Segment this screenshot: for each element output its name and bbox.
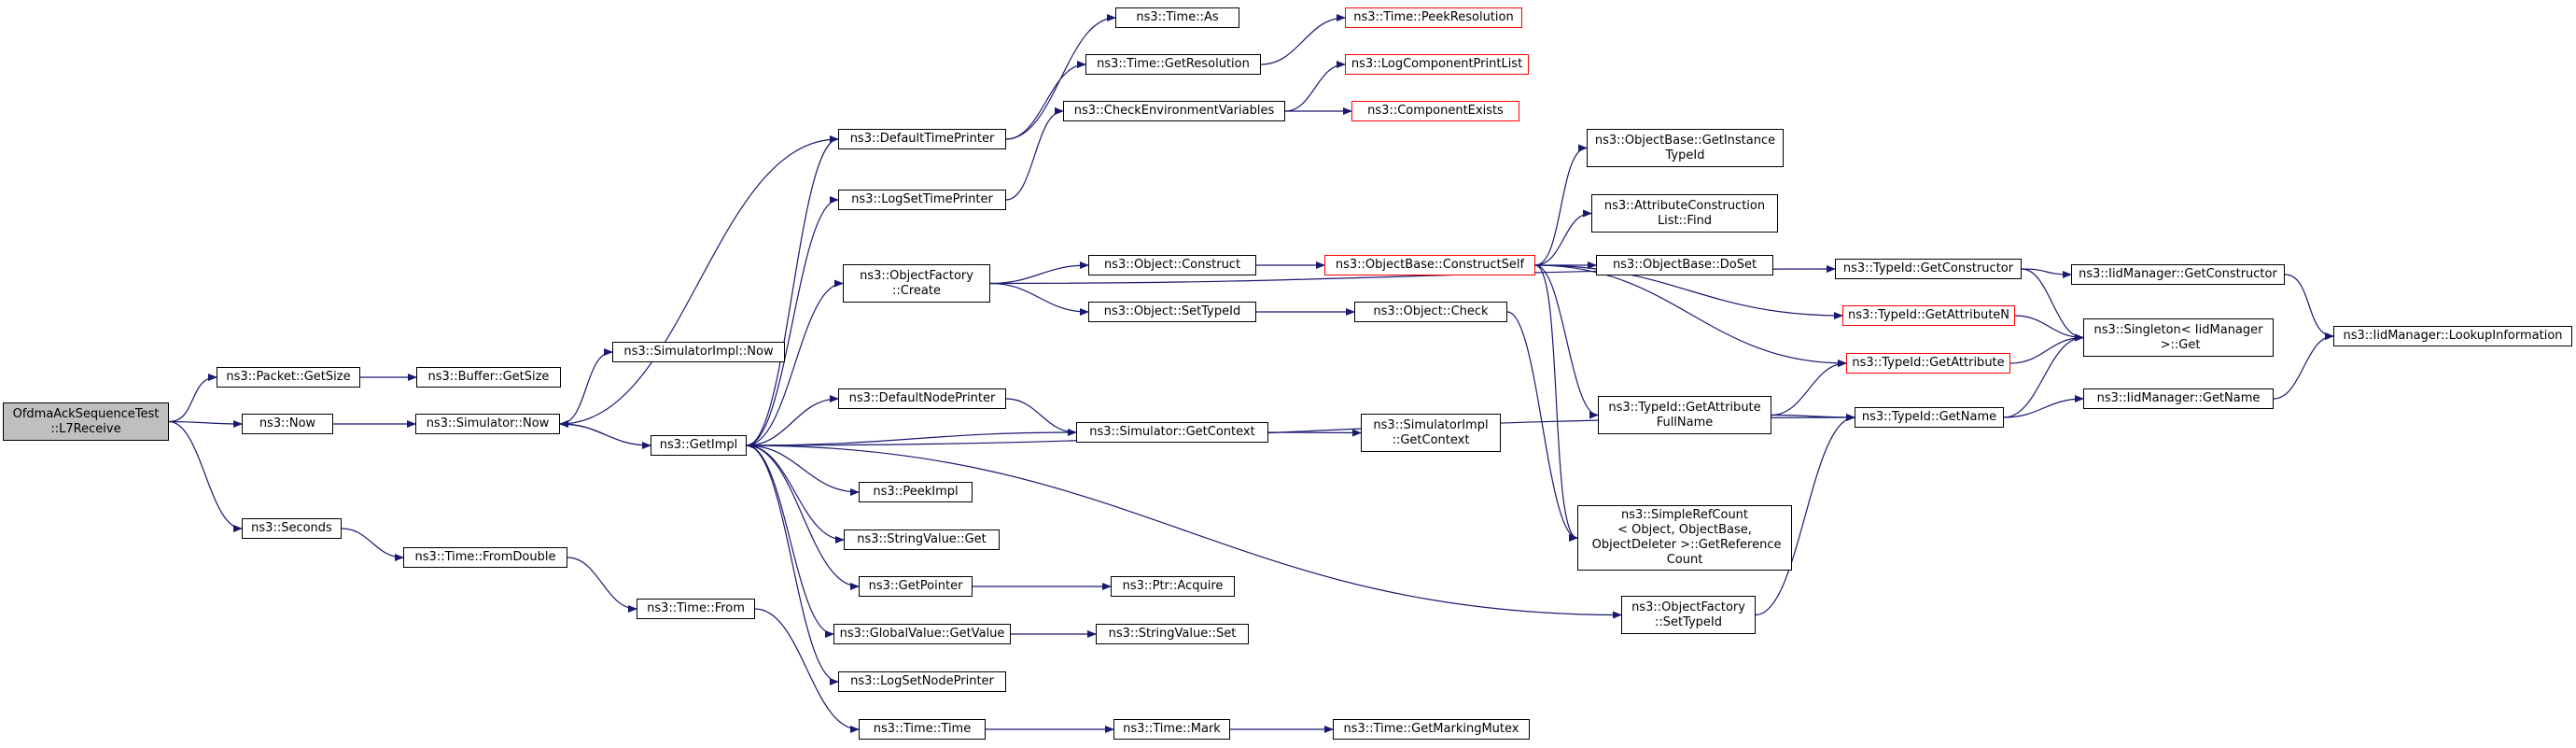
node-objectbase-constructself[interactable]: ns3::ObjectBase::ConstructSelf xyxy=(1324,255,1535,275)
node-ptr-acquire[interactable]: ns3::Ptr::Acquire xyxy=(1111,576,1235,597)
edge-time-fromdouble-to-time-from xyxy=(567,557,637,613)
edge-getimpl-to-logsettimeprinter xyxy=(746,196,839,446)
edge-typeid-getname-to-singleton-get xyxy=(2003,333,2084,418)
node-root: OfdmaAckSequenceTest ::L7Receive xyxy=(3,402,169,441)
edge-objectbase-constructself-to-simplerefcount-getreferencecount xyxy=(1534,264,1578,542)
edge-root-to-packet-getsize xyxy=(168,374,217,423)
node-simplerefcount-getreferencecount[interactable]: ns3::SimpleRefCount < Object, ObjectBase… xyxy=(1577,505,1792,571)
node-time-fromdouble[interactable]: ns3::Time::FromDouble xyxy=(403,547,567,568)
node-object-settypeid[interactable]: ns3::Object::SetTypeId xyxy=(1088,302,1256,322)
edge-getimpl-to-objectfactory-create xyxy=(746,279,844,446)
node-logsetnodeprinter[interactable]: ns3::LogSetNodePrinter xyxy=(838,671,1006,692)
edge-typeid-getattributefullname-to-typeid-getname xyxy=(1771,413,1855,421)
edge-checkenv-to-logcomponentprintlist xyxy=(1284,61,1346,112)
edge-typeid-getconstructor-to-iidmanager-getconstructor xyxy=(2021,268,2072,278)
node-getpointer[interactable]: ns3::GetPointer xyxy=(859,576,973,597)
node-simulator-getcontext[interactable]: ns3::Simulator::GetContext xyxy=(1076,422,1268,443)
node-packet-getsize[interactable]: ns3::Packet::GetSize xyxy=(217,367,360,388)
edge-getimpl-to-defaultnodeprinter xyxy=(746,395,839,446)
node-componentexists[interactable]: ns3::ComponentExists xyxy=(1351,101,1519,121)
edge-root-to-seconds xyxy=(168,420,243,532)
edge-logsettimeprinter-to-checkenv xyxy=(1005,107,1064,201)
node-attributeconstructionlist-find[interactable]: ns3::AttributeConstruction List::Find xyxy=(1591,194,1778,233)
edge-object-check-to-simplerefcount-getreferencecount xyxy=(1506,311,1578,542)
edge-iidmanager-getname-to-iidmanager-lookupinformation xyxy=(2273,332,2334,400)
node-seconds[interactable]: ns3::Seconds xyxy=(242,518,342,539)
edge-objectbase-constructself-to-attributeconstructionlist-find xyxy=(1534,209,1592,266)
node-typeid-getattribute[interactable]: ns3::TypeId::GetAttribute xyxy=(1846,353,2010,374)
node-stringvalue-get[interactable]: ns3::StringValue::Get xyxy=(844,529,1000,550)
node-singleton-get[interactable]: ns3::Singleton< IidManager >::Get xyxy=(2083,318,2274,357)
node-time-peekresolution[interactable]: ns3::Time::PeekResolution xyxy=(1345,7,1522,28)
edge-time-from-to-time-time xyxy=(754,608,860,733)
edge-getimpl-to-getpointer xyxy=(746,445,860,590)
edge-typeid-getattributen-to-singleton-get xyxy=(2014,315,2084,342)
node-objectbase-getinstancetypeid[interactable]: ns3::ObjectBase::GetInstance TypeId xyxy=(1587,129,1784,167)
edge-getimpl-to-logsetnodeprinter xyxy=(746,445,839,685)
edge-typeid-getattribute-to-singleton-get xyxy=(2009,333,2084,364)
node-stringvalue-set[interactable]: ns3::StringValue::Set xyxy=(1096,624,1249,644)
edge-objectfactory-create-to-object-settypeid xyxy=(989,282,1089,316)
node-logcomponentprintlist[interactable]: ns3::LogComponentPrintList xyxy=(1345,54,1529,75)
node-time-mark[interactable]: ns3::Time::Mark xyxy=(1113,719,1230,740)
node-iidmanager-getconstructor[interactable]: ns3::IidManager::GetConstructor xyxy=(2071,264,2285,285)
node-object-construct[interactable]: ns3::Object::Construct xyxy=(1088,255,1256,275)
node-objectfactory-create[interactable]: ns3::ObjectFactory ::Create xyxy=(843,264,990,303)
node-objectfactory-settypeid[interactable]: ns3::ObjectFactory ::SetTypeId xyxy=(1621,596,1756,634)
node-peekimpl[interactable]: ns3::PeekImpl xyxy=(859,482,973,502)
node-globalvalue-getvalue[interactable]: ns3::GlobalValue::GetValue xyxy=(833,624,1011,644)
edge-simulator-getcontext-to-getimpl xyxy=(746,431,1077,449)
node-buffer-getsize[interactable]: ns3::Buffer::GetSize xyxy=(416,367,561,388)
node-objectbase-doset[interactable]: ns3::ObjectBase::DoSet xyxy=(1596,255,1773,275)
edge-objectbase-constructself-to-typeid-getattribute xyxy=(1534,264,1847,367)
node-defaultnodeprinter[interactable]: ns3::DefaultNodePrinter xyxy=(838,388,1006,409)
node-time-getresolution[interactable]: ns3::Time::GetResolution xyxy=(1085,54,1261,75)
node-simulatorimpl-now[interactable]: ns3::SimulatorImpl::Now xyxy=(612,342,785,362)
node-simulator-now[interactable]: ns3::Simulator::Now xyxy=(415,414,560,434)
edge-typeid-getname-to-iidmanager-getname xyxy=(2003,395,2084,418)
edge-objectbase-constructself-to-objectbase-getinstancetypeid xyxy=(1534,144,1588,266)
edge-defaulttimeprinter-to-simulator-now xyxy=(559,138,839,428)
edge-getimpl-to-objectfactory-settypeid xyxy=(746,445,1622,619)
node-getimpl[interactable]: ns3::GetImpl xyxy=(651,435,747,456)
edge-objectbase-constructself-to-typeid-getattributen xyxy=(1534,264,1843,319)
node-simulatorimpl-getcontext[interactable]: ns3::SimulatorImpl ::GetContext xyxy=(1361,414,1501,452)
edge-defaultnodeprinter-to-simulator-getcontext xyxy=(1005,398,1077,436)
edge-typeid-getattributefullname-to-typeid-getattribute xyxy=(1771,360,1847,416)
node-object-check[interactable]: ns3::Object::Check xyxy=(1354,302,1507,322)
node-typeid-getattributefullname[interactable]: ns3::TypeId::GetAttribute FullName xyxy=(1598,396,1771,434)
edge-objectfactory-create-to-object-construct xyxy=(989,261,1089,285)
edge-root-to-now xyxy=(168,419,243,428)
node-now[interactable]: ns3::Now xyxy=(242,414,333,434)
edge-defaulttimeprinter-to-time-getresolution xyxy=(1005,61,1086,140)
edge-objectfactory-settypeid-to-typeid-getname xyxy=(1755,414,1855,616)
node-defaulttimeprinter[interactable]: ns3::DefaultTimePrinter xyxy=(838,129,1006,149)
edge-simulator-getcontext-to-simulatorimpl-getcontext xyxy=(1267,429,1362,437)
edge-seconds-to-time-fromdouble xyxy=(341,528,404,561)
node-time-as[interactable]: ns3::Time::As xyxy=(1115,7,1239,28)
node-logsettimeprinter[interactable]: ns3::LogSetTimePrinter xyxy=(838,190,1006,210)
node-iidmanager-getname[interactable]: ns3::IidManager::GetName xyxy=(2083,388,2274,409)
node-time-getmarkingmutex[interactable]: ns3::Time::GetMarkingMutex xyxy=(1333,719,1530,740)
node-checkenv[interactable]: ns3::CheckEnvironmentVariables xyxy=(1063,101,1285,121)
node-time-from[interactable]: ns3::Time::From xyxy=(637,599,755,619)
edge-objectbase-constructself-to-typeid-getattributefullname xyxy=(1534,264,1599,419)
edge-getimpl-to-simulator-now xyxy=(559,420,651,446)
edge-getimpl-to-peekimpl xyxy=(746,445,860,496)
edge-typeid-getconstructor-to-singleton-get xyxy=(2021,268,2084,342)
node-time-time[interactable]: ns3::Time::Time xyxy=(859,719,986,740)
node-iidmanager-lookupinformation[interactable]: ns3::IidManager::LookupInformation xyxy=(2333,326,2572,346)
edge-getimpl-to-defaulttimeprinter xyxy=(746,135,839,446)
node-typeid-getname[interactable]: ns3::TypeId::GetName xyxy=(1855,407,2004,428)
edge-time-getresolution-to-time-peekresolution xyxy=(1260,14,1346,65)
node-typeid-getconstructor[interactable]: ns3::TypeId::GetConstructor xyxy=(1835,259,2022,279)
node-typeid-getattributen[interactable]: ns3::TypeId::GetAttributeN xyxy=(1842,305,2015,326)
